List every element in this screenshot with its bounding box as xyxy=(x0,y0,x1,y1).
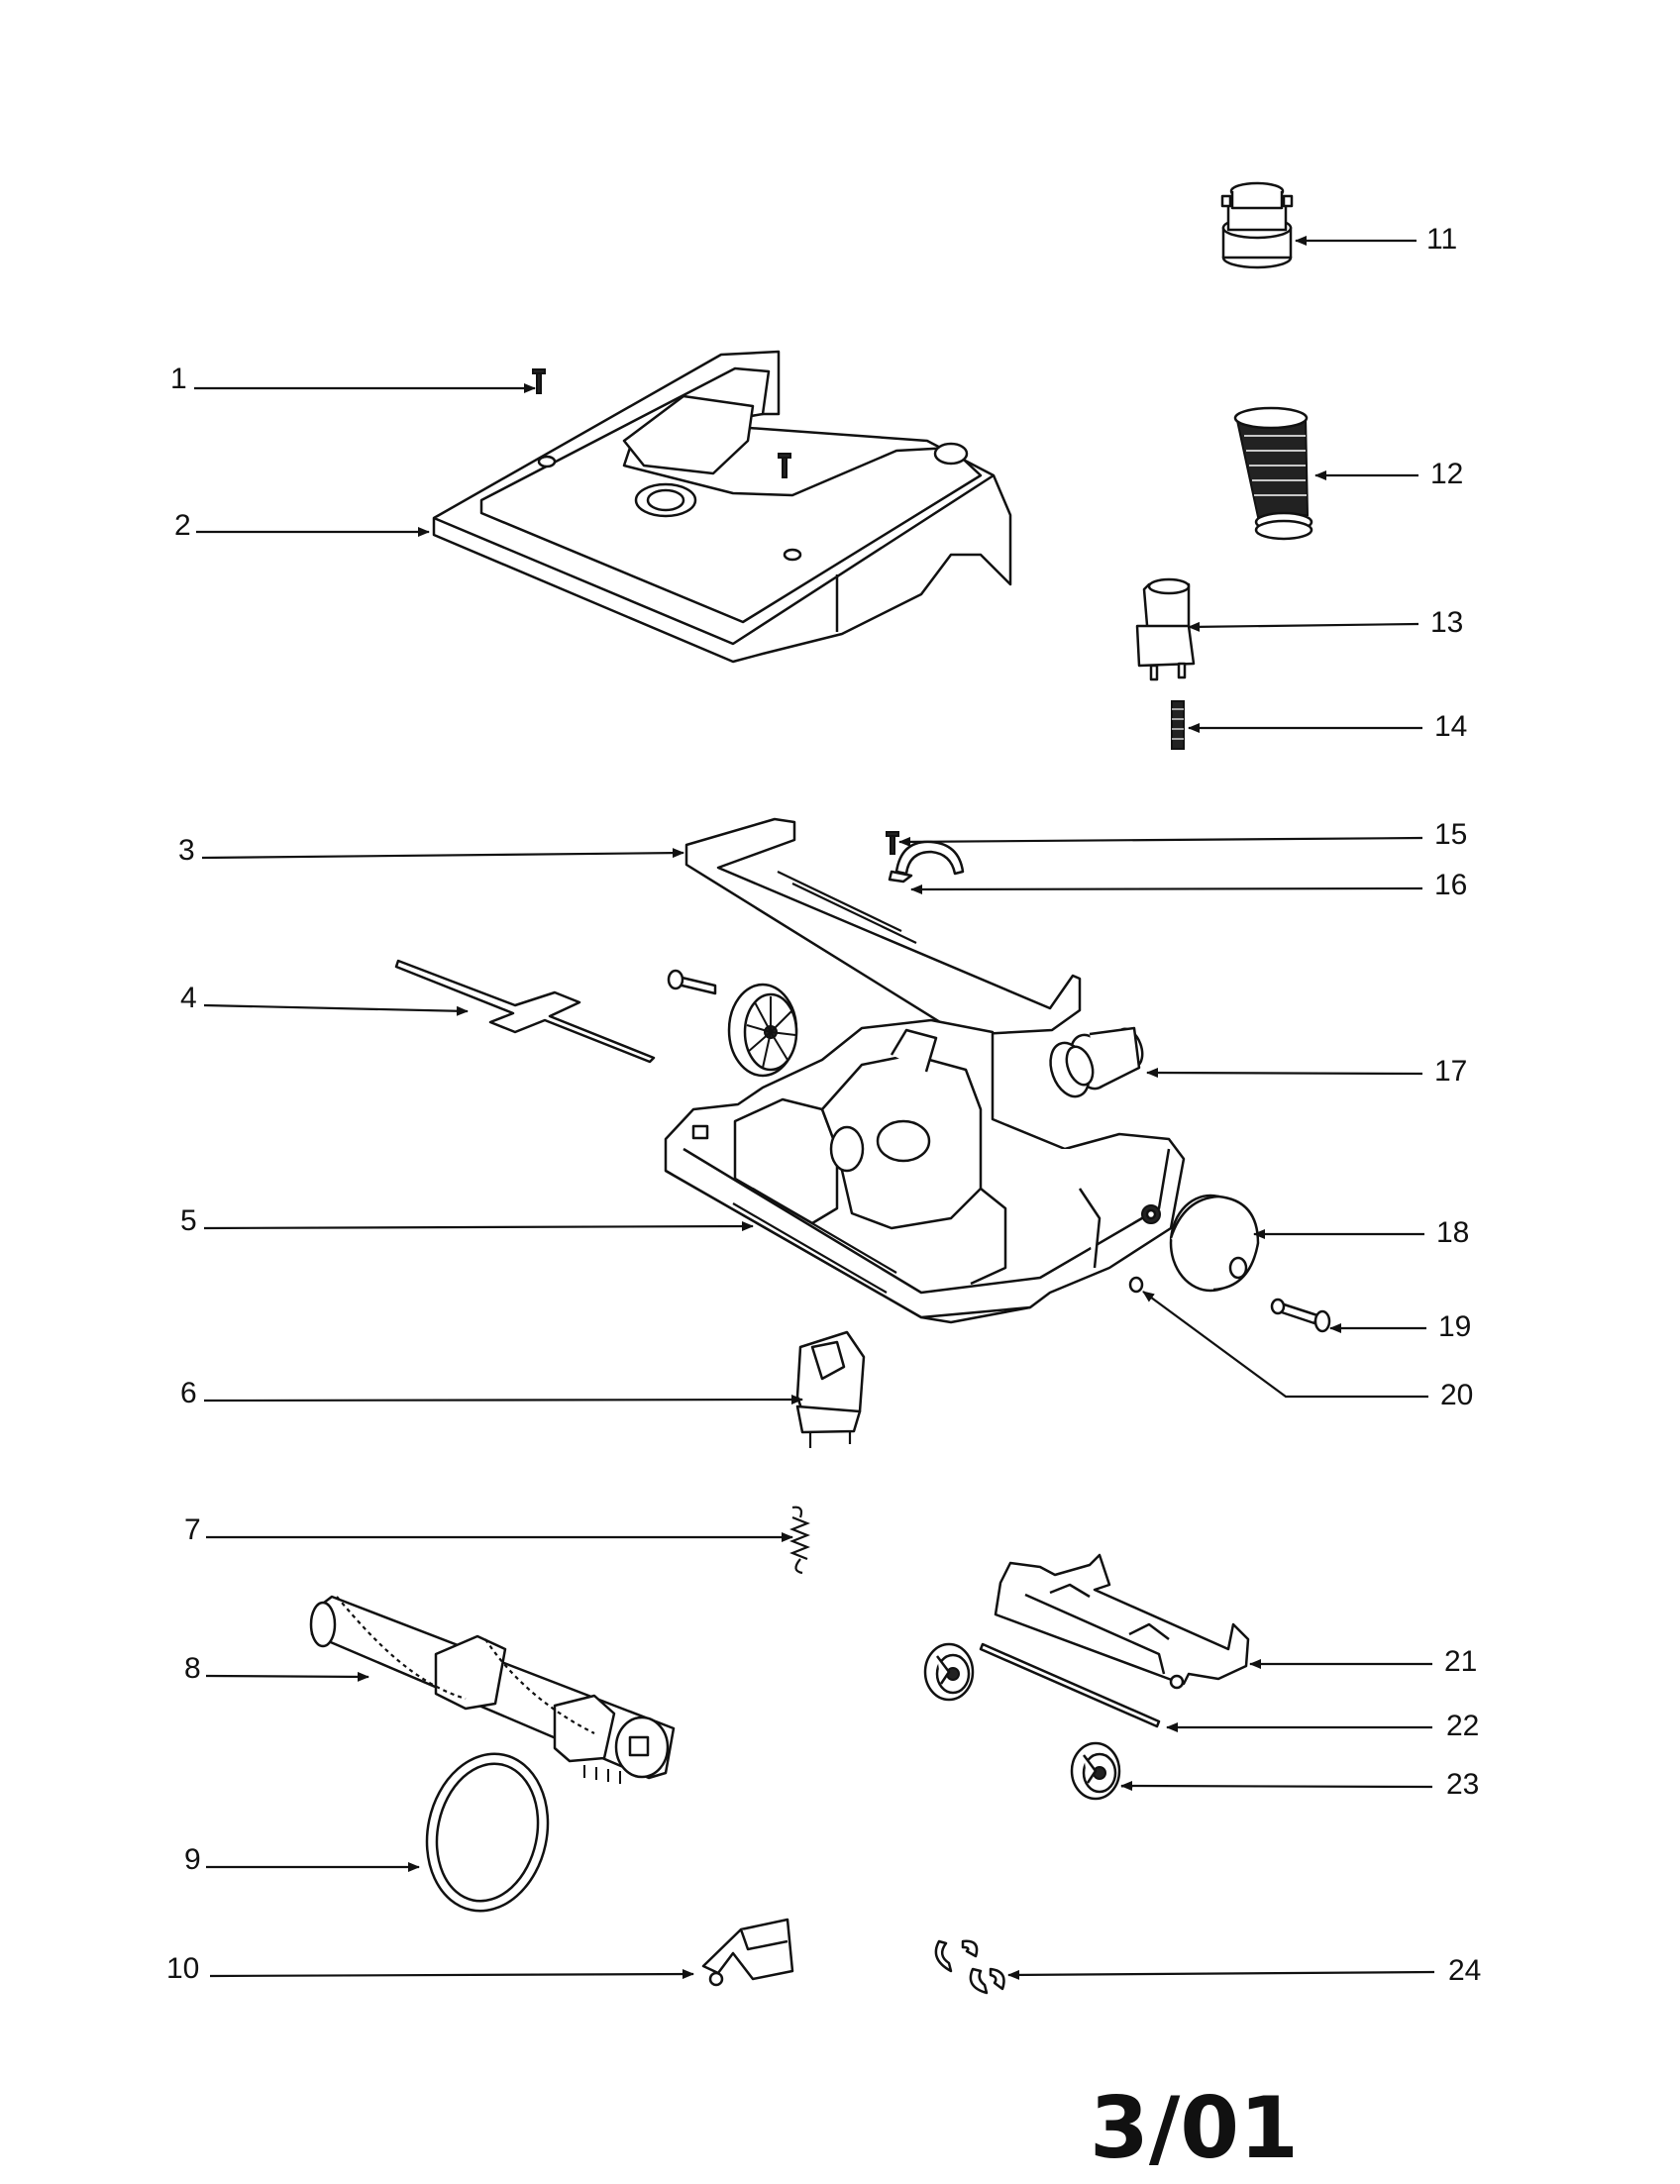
part-9-belt xyxy=(425,1752,550,1913)
callout-label-13: 13 xyxy=(1430,606,1463,639)
part-12-flex-hose xyxy=(1233,406,1313,541)
part-11-hose-connector xyxy=(1220,181,1294,269)
rear-wheel-left xyxy=(667,969,798,1078)
part-20-washer xyxy=(1128,1276,1144,1294)
part-23-front-wheel-b xyxy=(1070,1741,1121,1801)
part-4-wire-bracket xyxy=(394,959,656,1064)
callout-label-24: 24 xyxy=(1448,1954,1481,1987)
callout-label-1: 1 xyxy=(170,363,187,395)
callout-label-3: 3 xyxy=(178,834,195,867)
page-code: 3/01 xyxy=(1090,2079,1299,2178)
leader-line-24 xyxy=(1007,1969,1435,1980)
callout-label-17: 17 xyxy=(1434,1055,1467,1088)
callout-label-11: 11 xyxy=(1426,223,1457,256)
leader-line-23 xyxy=(1120,1781,1433,1792)
leader-line-6 xyxy=(203,1395,803,1405)
callout-label-16: 16 xyxy=(1434,869,1467,901)
part-2-hood-cover xyxy=(432,350,1012,664)
part-7-spring xyxy=(789,1506,810,1575)
leader-lines xyxy=(194,236,1435,1980)
leader-line-13 xyxy=(1188,621,1419,632)
part-23-front-wheel-a xyxy=(923,1642,975,1702)
leader-line-16 xyxy=(910,884,1423,894)
callout-label-19: 19 xyxy=(1438,1310,1471,1343)
part-8-brushroll xyxy=(309,1595,676,1784)
part-1-screw xyxy=(532,368,546,394)
part-17-coupling xyxy=(1049,1026,1144,1098)
part-22-rod xyxy=(979,1642,1161,1728)
callout-label-4: 4 xyxy=(180,982,197,1014)
callout-label-23: 23 xyxy=(1446,1768,1479,1801)
callout-label-18: 18 xyxy=(1436,1216,1469,1249)
leader-line-20 xyxy=(1142,1291,1428,1399)
leader-line-5 xyxy=(203,1221,754,1232)
part-24-clips xyxy=(934,1939,1005,1995)
callout-label-7: 7 xyxy=(184,1513,201,1546)
callout-label-8: 8 xyxy=(184,1652,201,1685)
part-10-clip xyxy=(701,1918,794,1987)
callout-label-22: 22 xyxy=(1446,1710,1479,1742)
callout-label-5: 5 xyxy=(180,1204,197,1237)
part-5-base-housing xyxy=(664,1018,1186,1324)
part-19-axle-bolt xyxy=(1270,1298,1331,1333)
callout-label-21: 21 xyxy=(1444,1645,1477,1678)
part-14-small-spring xyxy=(1171,700,1185,750)
callout-label-10: 10 xyxy=(166,1952,199,1985)
part-18-rear-wheel xyxy=(1169,1194,1260,1293)
callout-label-9: 9 xyxy=(184,1843,201,1876)
part-16-cord-clip xyxy=(888,840,965,884)
part-13-switch xyxy=(1135,577,1196,681)
leader-line-3 xyxy=(201,848,684,860)
leader-line-8 xyxy=(205,1671,369,1682)
callout-label-14: 14 xyxy=(1434,710,1467,743)
callout-label-2: 2 xyxy=(174,509,191,542)
leader-line-17 xyxy=(1146,1068,1423,1079)
callout-label-12: 12 xyxy=(1430,458,1463,490)
part-15-screw xyxy=(886,831,899,855)
leader-line-15 xyxy=(898,836,1423,847)
leader-line-10 xyxy=(209,1969,694,1980)
callout-label-20: 20 xyxy=(1440,1379,1473,1411)
callout-label-6: 6 xyxy=(180,1377,197,1409)
leader-line-4 xyxy=(203,1003,469,1016)
part-21-lift-bracket xyxy=(994,1553,1250,1690)
callout-label-15: 15 xyxy=(1434,818,1467,851)
part-6-nozzle-adaptor xyxy=(795,1330,866,1448)
